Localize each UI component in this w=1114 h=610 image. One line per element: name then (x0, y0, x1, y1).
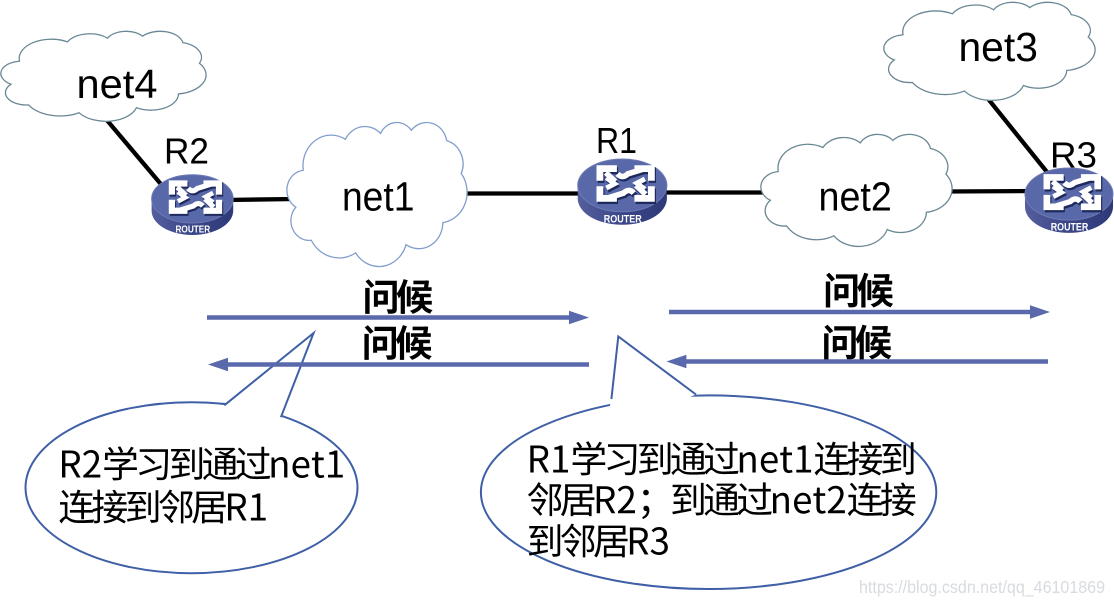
svg-text:net2: net2 (819, 174, 892, 220)
svg-text:ROUTER: ROUTER (604, 213, 642, 225)
svg-text:R3: R3 (1050, 135, 1097, 176)
svg-text:R1: R1 (596, 120, 637, 161)
svg-text:net3: net3 (959, 24, 1038, 70)
svg-text:net4: net4 (77, 61, 158, 107)
svg-text:net1: net1 (342, 174, 415, 220)
svg-text:R2: R2 (164, 131, 209, 172)
svg-text:https://blog.csdn.net/qq_46101: https://blog.csdn.net/qq_46101869 (859, 577, 1105, 598)
